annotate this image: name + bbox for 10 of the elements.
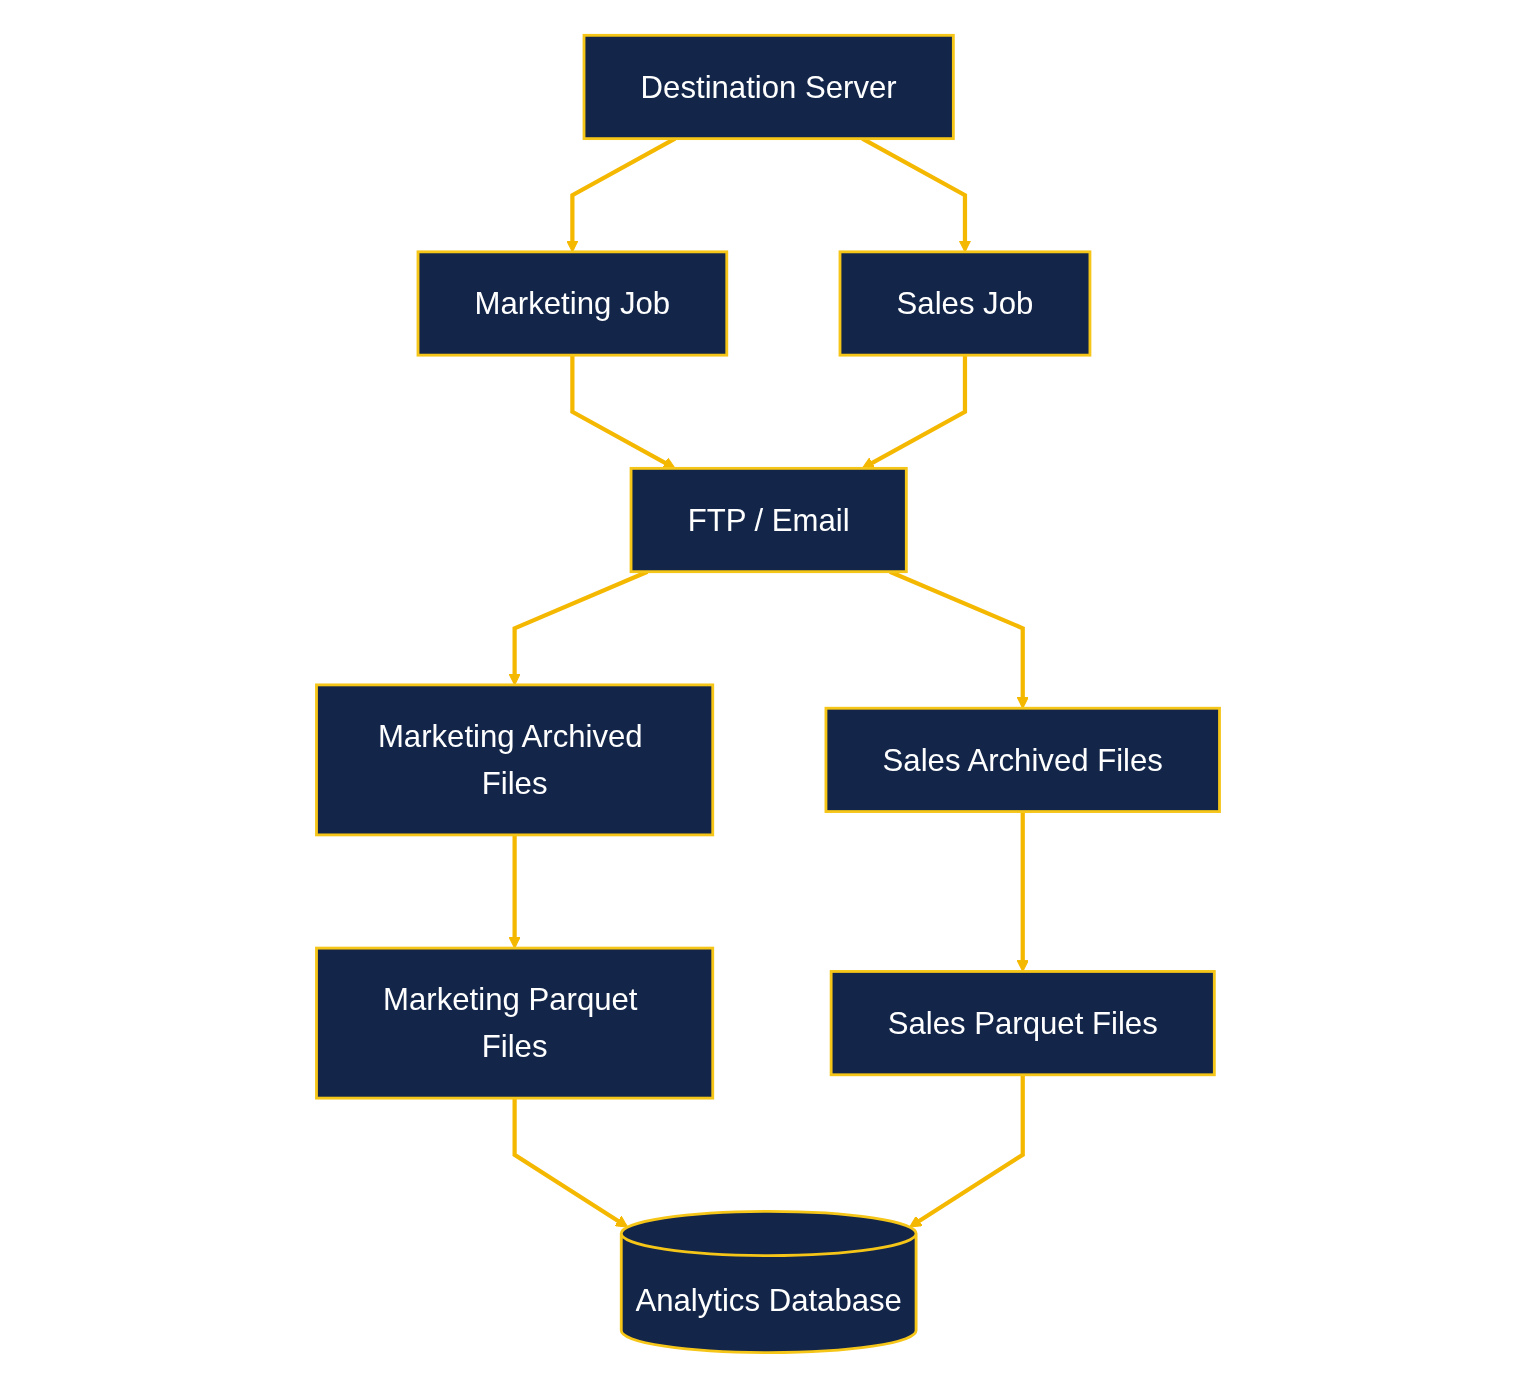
node-box: Marketing Job — [416, 249, 729, 357]
node-box: Sales Parquet Files — [829, 969, 1216, 1076]
node-box: FTP / Email — [629, 466, 908, 573]
node-box: Marketing Parquet Files — [315, 946, 715, 1100]
node-box: Marketing Archived Files — [315, 682, 715, 836]
arrow — [909, 1074, 1025, 1228]
node-box: Destination Server — [582, 33, 955, 140]
node-box: Sales Job — [838, 249, 1092, 357]
arrow — [512, 1097, 629, 1228]
node-box: Sales Archived Files — [824, 706, 1221, 813]
